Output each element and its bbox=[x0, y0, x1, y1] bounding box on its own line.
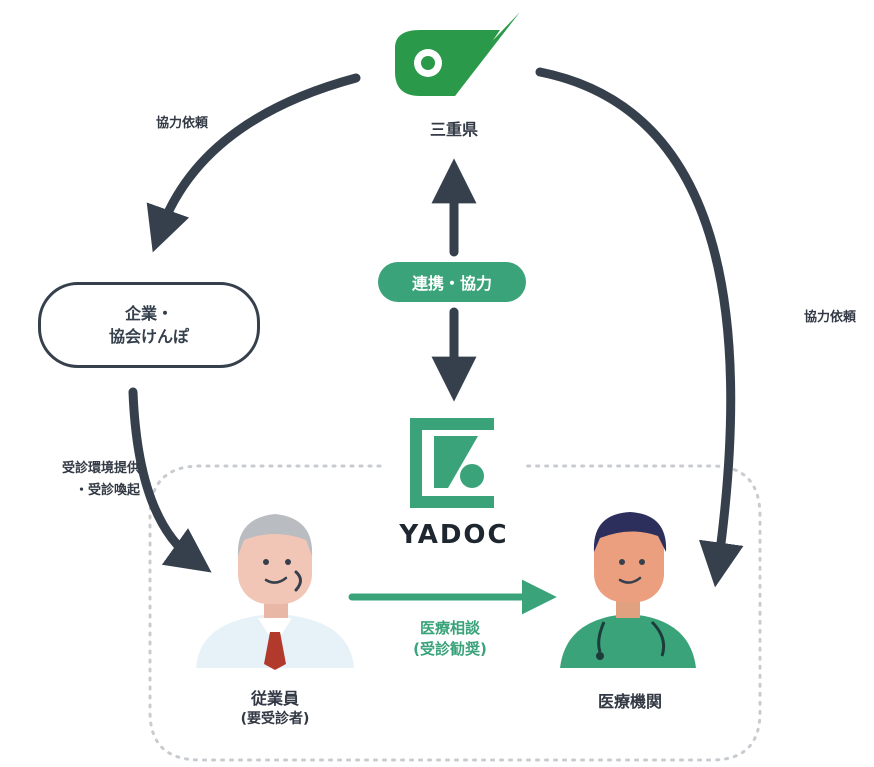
edge-label-request-left: 協力依頼 bbox=[156, 116, 209, 131]
edge-label-consult-line1: 医療相談 bbox=[419, 619, 480, 637]
edge-label-cooperation: 連携・協力 bbox=[378, 262, 526, 302]
edge-label-consult-line2: (受診勧奨) bbox=[413, 640, 487, 658]
edge-label-env-line2: ・受診喚起 bbox=[74, 483, 140, 499]
yadoc-logo bbox=[410, 418, 494, 508]
arrow-env-provide bbox=[128, 387, 212, 573]
arrow-request-right bbox=[535, 67, 744, 588]
care-boundary bbox=[148, 464, 762, 762]
node-employee-line2: (要受診者) bbox=[240, 711, 310, 728]
edge-label-request-right: 協力依頼 bbox=[804, 310, 857, 325]
node-employee-line1: 従業員 bbox=[250, 689, 299, 708]
edge-label-env: 受診環境提供 ・受診喚起 bbox=[14, 458, 140, 502]
node-company-line1: 企業・ bbox=[124, 303, 173, 323]
node-prefecture-label: 三重県 bbox=[429, 120, 478, 139]
node-yadoc-label: YADOC bbox=[399, 520, 509, 550]
node-medical-label: 医療機関 bbox=[597, 692, 662, 711]
mie-prefecture-logo bbox=[395, 12, 520, 96]
node-company: 企業・ 協会けんぽ bbox=[38, 282, 260, 368]
arrow-request-left bbox=[146, 73, 361, 253]
employee-illustration bbox=[196, 514, 354, 670]
edge-label-consult: 医療相談 (受診勧奨) bbox=[380, 618, 520, 660]
edge-label-env-line1: 受診環境提供 bbox=[61, 461, 140, 476]
node-company-line2: 協会けんぽ bbox=[108, 327, 189, 346]
node-employee: 従業員 (要受診者) bbox=[212, 688, 338, 730]
doctor-illustration bbox=[560, 512, 696, 668]
